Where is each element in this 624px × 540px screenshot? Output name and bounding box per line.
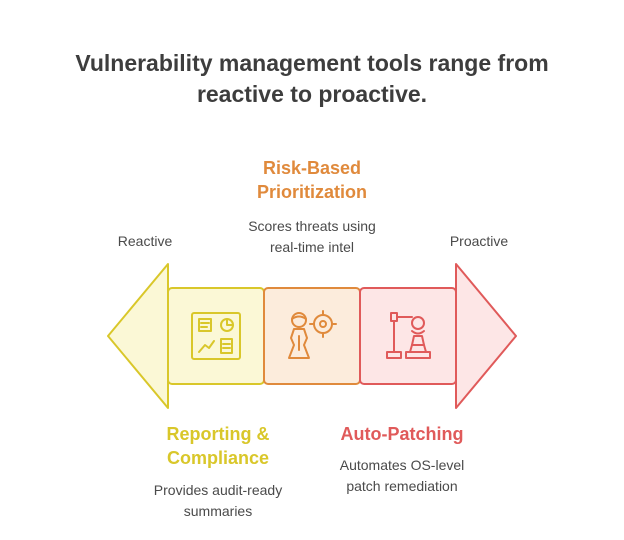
reporting-compliance-description: Provides audit-ready summaries [153, 482, 283, 519]
auto-patching-heading: Auto-Patching [340, 424, 464, 444]
reactive-label: Reactive [117, 233, 173, 249]
left-arrow-head [107, 263, 169, 409]
prioritization-segment [263, 287, 361, 385]
auto-patching-description: Automates OS-level patch remediation [339, 457, 465, 494]
patching-segment [359, 287, 457, 385]
person-target-icon [288, 310, 337, 359]
reporting-compliance-heading: Reporting & Compliance [166, 424, 270, 468]
diagram-title: Vulnerability management tools range fro… [0, 48, 624, 110]
right-arrow-head [455, 263, 517, 409]
dashboard-report-icon [191, 312, 241, 360]
risk-based-description: Scores threats using real-time intel [248, 218, 376, 255]
robot-arm-icon [386, 312, 431, 359]
title-line-1: Vulnerability management tools range fro… [75, 50, 549, 76]
title-line-2: reactive to proactive. [196, 81, 428, 107]
proactive-label: Proactive [449, 233, 509, 249]
reporting-segment [167, 287, 265, 385]
risk-based-heading: Risk-Based Prioritization [256, 158, 367, 202]
